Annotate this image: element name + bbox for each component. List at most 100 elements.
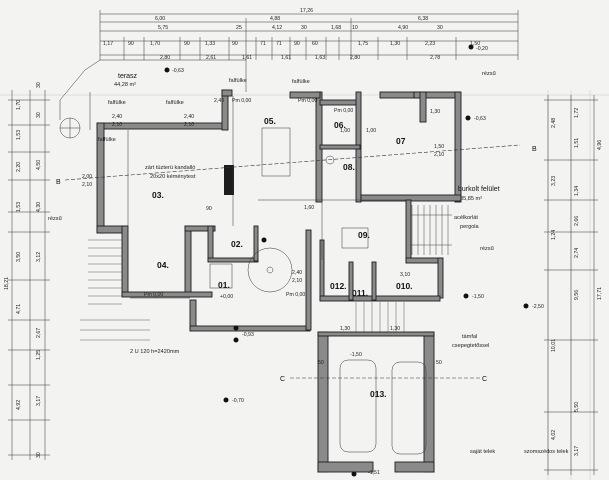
- dim-top-row2-b: 4,88: [270, 16, 280, 22]
- slope-label-3: rézsű: [480, 246, 494, 252]
- level-3: -0,63: [474, 116, 486, 122]
- section-b-left-label: B: [56, 179, 61, 186]
- level-5: -2,50: [532, 304, 544, 310]
- room-09: 09.: [358, 230, 370, 240]
- dim-left-11: 3,12: [36, 252, 42, 262]
- drip-edge-label: csepegtetőssel: [452, 343, 489, 349]
- dim-left-4: 1,53: [16, 130, 22, 140]
- stair-spec-label: 2 U 120 h=2420mm: [130, 349, 180, 355]
- idim-17: 50: [318, 360, 324, 366]
- section-b-right-label: B: [532, 146, 537, 153]
- dim-left-6: 4,50: [36, 160, 42, 170]
- dim-right-8: 5,50: [574, 402, 580, 412]
- room-03: 03.: [152, 190, 164, 200]
- fireplace-label: zárt tüzterü kandalló: [145, 165, 195, 171]
- dim-top-row4-a: 1,17: [103, 41, 113, 47]
- left-dimension-chains: 30 1,70 30 1,53 2,20 4,50 4,30 1,53 3,50…: [4, 82, 50, 460]
- idim-6: 1,00: [366, 128, 376, 134]
- dim-top-row3-b: 25: [236, 25, 242, 31]
- dim-top-row4-c: 1,70: [150, 41, 160, 47]
- idim-4: 2,10: [184, 122, 194, 128]
- idim-20: 2,10: [292, 278, 302, 284]
- own-plot-label: saját telek: [470, 449, 495, 455]
- dim-top-row5-d: 1,61: [281, 55, 291, 61]
- room-08: 08.: [343, 162, 355, 172]
- dim-right-13: 1,34: [574, 186, 580, 196]
- dim-right-12: 4,96: [597, 140, 603, 150]
- idim-5: 1,00: [340, 128, 350, 134]
- steel-railing-label: acélkorlát: [454, 215, 478, 221]
- dim-top-row5-f: 2,80: [350, 55, 360, 61]
- level-1: -0,20: [476, 46, 488, 52]
- dim-top-row3-c: 4,12: [272, 25, 282, 31]
- dim-top-row5-b: 2,61: [206, 55, 216, 61]
- room-011: 011.: [352, 288, 368, 298]
- dim-right-2: 1,72: [574, 108, 580, 118]
- dim-top-row4-l: 1,30: [390, 41, 400, 47]
- dim-left-7: 4,30: [36, 202, 42, 212]
- idim-1: 2,40: [112, 114, 122, 120]
- paved-surface-area: 35,85 m²: [460, 196, 482, 202]
- idim-14: 2,40: [214, 98, 224, 104]
- idim-3: 2,40: [184, 114, 194, 120]
- neighbour-plot-label: szomszédos telek: [524, 449, 569, 455]
- falfulke-label-1: falfülke: [229, 78, 247, 84]
- level-6: -1,50: [350, 352, 362, 358]
- slope-label-2: rézsű: [48, 216, 62, 222]
- level-2: -0,63: [172, 68, 184, 74]
- dim-top-row4-g: 71: [260, 41, 266, 47]
- paper-grid: [0, 90, 609, 480]
- dim-top-row3-a: 5,75: [158, 25, 168, 31]
- interior-lines: [80, 96, 452, 455]
- level-9: -1,51: [368, 470, 380, 476]
- room-06: 06.: [334, 120, 346, 130]
- dim-top-row2-c: 6,38: [418, 16, 428, 22]
- room-010: 010.: [396, 281, 413, 291]
- level-pm-5: Pm 0,00: [286, 292, 305, 298]
- dim-left-14: 1,25: [36, 350, 42, 360]
- section-c-right-label: C: [482, 376, 487, 383]
- room-04: 04.: [157, 260, 169, 270]
- falfulke-label-3: falfülke: [166, 100, 184, 106]
- building-walls: [96, 89, 462, 473]
- falfulke-label-2: falfülke: [108, 100, 126, 106]
- dim-right-15: 2,66: [574, 216, 580, 226]
- idim-7: 1,30: [430, 109, 440, 115]
- section-lines: [64, 144, 521, 379]
- level-pm-3: Pm 0,00: [334, 108, 353, 114]
- dim-top-row4-j: 60: [312, 41, 318, 47]
- terrace-area: 44,28 m²: [114, 82, 136, 88]
- dim-left-17: 30: [36, 452, 42, 458]
- dim-left-5: 2,20: [16, 162, 22, 172]
- level-8: -0,70: [232, 398, 244, 404]
- dim-right-14: 1,51: [574, 138, 580, 148]
- dim-top-row5-c: 1,61: [242, 55, 252, 61]
- dim-top-row4-h: 71: [276, 41, 282, 47]
- idim-13: 90: [206, 206, 212, 212]
- terrace-label: terasz: [118, 73, 138, 80]
- dim-left-total: 18,21: [4, 277, 10, 290]
- slope-label-1: rézsű: [482, 71, 496, 77]
- pergola-label: pergola: [460, 224, 480, 230]
- dim-left-13: 2,67: [36, 328, 42, 338]
- level-pm-4: Pm 0,00: [144, 292, 163, 298]
- dim-left-9: 3,50: [16, 252, 22, 262]
- retaining-wall-label: támfal: [462, 334, 477, 340]
- room-01: 01.: [218, 280, 230, 290]
- dim-top-row3-h: 30: [437, 25, 443, 31]
- idim-2: 2,10: [112, 122, 122, 128]
- terrace-outline: [59, 59, 247, 139]
- dim-left-16: 4,92: [16, 400, 22, 410]
- dim-top-row5-g: 2,78: [430, 55, 440, 61]
- top-dimension-chains: 17,26 6,00 4,88 6,38 5,75 25 4,12 30 1,6…: [99, 8, 519, 61]
- dim-right-4: 1,24: [551, 230, 557, 240]
- dim-right-1: 2,48: [551, 118, 557, 128]
- dim-top-row5-a: 2,80: [160, 55, 170, 61]
- room-02: 02.: [231, 239, 243, 249]
- dim-top-row4-d: 90: [184, 41, 190, 47]
- falfulke-label-4: falfülke: [98, 137, 116, 143]
- dim-top-row4-b: 90: [128, 41, 134, 47]
- room-07: 07: [396, 136, 406, 146]
- dim-top-row2-a: 6,00: [155, 16, 165, 22]
